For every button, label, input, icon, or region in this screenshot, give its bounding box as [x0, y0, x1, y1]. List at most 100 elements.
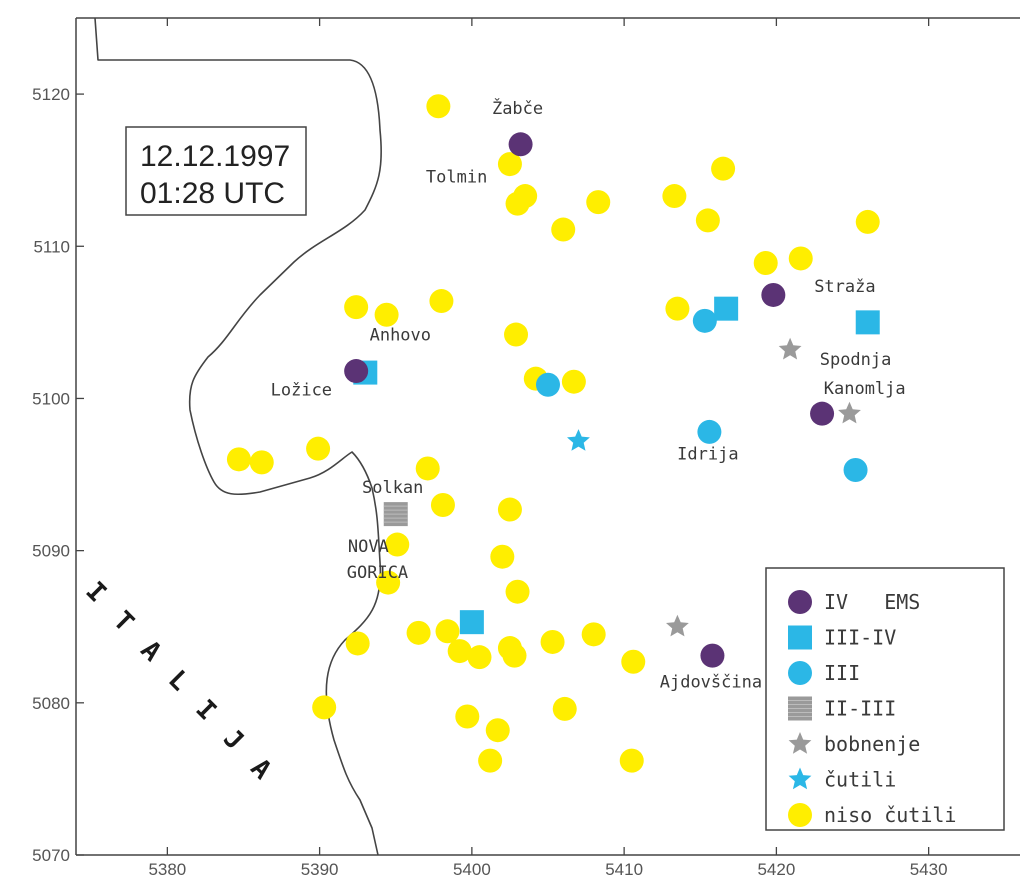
marker-iv: [700, 643, 725, 668]
marker-niso-cutili: [485, 718, 510, 743]
legend-label: II-III: [824, 697, 896, 721]
place-label: Spodnja: [820, 350, 892, 370]
marker-niso-cutili: [586, 190, 611, 215]
legend-label: niso čutili: [824, 803, 956, 827]
info-box-frame: [125, 126, 307, 216]
place-label: GORICA: [347, 563, 408, 583]
marker-niso-cutili: [249, 450, 274, 475]
country-label-letter: I: [190, 694, 222, 726]
marker-iii-iv: [855, 310, 880, 335]
x-tick-label: 5420: [757, 860, 795, 878]
marker-niso-cutili: [581, 622, 606, 647]
marker-niso-cutili: [505, 579, 530, 604]
country-label-letter: A: [245, 753, 278, 786]
legend-label: III: [824, 661, 860, 685]
place-label: Ložice: [271, 380, 332, 400]
marker-niso-cutili: [376, 570, 401, 595]
marker-bobnenje: [838, 401, 861, 424]
marker-niso-cutili: [711, 156, 736, 181]
marker-niso-cutili: [497, 152, 522, 177]
y-tick-label: 5110: [33, 237, 70, 256]
y-tick-label: 5070: [32, 846, 70, 865]
marker-niso-cutili: [312, 695, 337, 720]
marker-niso-cutili: [447, 639, 472, 664]
legend: IV EMSIII-IVIIIII-IIIbobnenječutiliniso …: [765, 567, 1005, 831]
marker-bobnenje: [666, 614, 689, 637]
info-box: 12.12.1997 01:28 UTC: [125, 126, 307, 216]
x-tick-label: 5410: [605, 860, 643, 878]
observation-markers: [226, 94, 880, 773]
marker-niso-cutili: [561, 369, 586, 394]
legend-label: III-IV: [824, 626, 896, 650]
marker-iii: [692, 308, 717, 333]
legend-symbol-cutili: [788, 767, 812, 790]
country-label-letter: I: [80, 576, 112, 608]
marker-iii: [697, 419, 722, 444]
marker-niso-cutili: [497, 497, 522, 522]
marker-iii: [536, 372, 560, 397]
country-label-letter: L: [162, 665, 194, 697]
marker-iv: [761, 282, 786, 307]
marker-niso-cutili: [753, 251, 778, 276]
marker-niso-cutili: [619, 748, 644, 773]
legend-label: čutili: [824, 768, 896, 792]
marker-niso-cutili: [621, 649, 646, 674]
place-label: Tolmin: [426, 167, 487, 187]
italy-slovenia-border: [94, 17, 383, 856]
marker-niso-cutili: [374, 302, 399, 327]
marker-niso-cutili: [695, 208, 720, 233]
country-label-letter: A: [135, 635, 168, 668]
y-tick-label: 5100: [32, 389, 70, 408]
marker-iv: [508, 132, 533, 157]
marker-niso-cutili: [430, 492, 455, 517]
border-layer: [94, 17, 383, 856]
y-tick-label: 5120: [32, 85, 70, 104]
legend-symbol-iii-iv: [788, 625, 812, 650]
place-label: Anhovo: [370, 326, 431, 346]
marker-iii-iv: [714, 296, 739, 321]
country-label-letter: J: [217, 724, 249, 756]
marker-bobnenje: [778, 337, 802, 360]
marker-niso-cutili: [540, 629, 565, 654]
legend-label: IV EMS: [824, 590, 920, 614]
marker-iii-iv: [459, 610, 484, 635]
marker-niso-cutili: [385, 532, 410, 557]
place-label: Idrija: [677, 444, 738, 464]
x-tick-label: 5400: [453, 860, 491, 878]
marker-niso-cutili: [426, 94, 451, 119]
event-date: 12.12.1997: [140, 140, 290, 173]
legend-symbol-iv: [788, 590, 812, 614]
marker-niso-cutili: [490, 544, 515, 569]
place-label: Ajdovščina: [660, 673, 762, 693]
x-tick-label: 5390: [301, 860, 339, 878]
marker-niso-cutili: [551, 217, 576, 242]
marker-niso-cutili: [467, 645, 492, 670]
marker-iii: [843, 457, 868, 482]
marker-iv: [344, 359, 369, 384]
marker-cutili: [567, 429, 590, 451]
marker-niso-cutili: [306, 436, 331, 461]
marker-niso-cutili: [435, 619, 460, 644]
marker-niso-cutili: [344, 295, 369, 320]
legend-symbol-ii-iii: [788, 696, 812, 721]
place-label: Solkan: [362, 478, 423, 498]
marker-iv: [810, 401, 835, 426]
marker-niso-cutili: [665, 296, 690, 321]
place-label: NOVA: [348, 537, 389, 557]
legend-symbol-bobnenje: [788, 732, 812, 754]
marker-niso-cutili: [478, 748, 503, 773]
marker-niso-cutili: [345, 631, 370, 656]
marker-niso-cutili: [504, 322, 529, 347]
marker-niso-cutili: [855, 209, 880, 234]
marker-niso-cutili: [513, 184, 538, 209]
legend-symbol-iii: [788, 661, 812, 685]
x-tick-label: 5380: [148, 860, 186, 878]
place-labels: ŽabčeTolminStražaAnhovoSpodnjaKanomljaLo…: [271, 97, 906, 693]
marker-niso-cutili: [415, 456, 440, 481]
y-tick-label: 5080: [32, 694, 70, 713]
legend-symbol-niso-cutili: [788, 803, 812, 827]
place-label: Kanomlja: [824, 379, 906, 399]
marker-niso-cutili: [429, 289, 454, 314]
